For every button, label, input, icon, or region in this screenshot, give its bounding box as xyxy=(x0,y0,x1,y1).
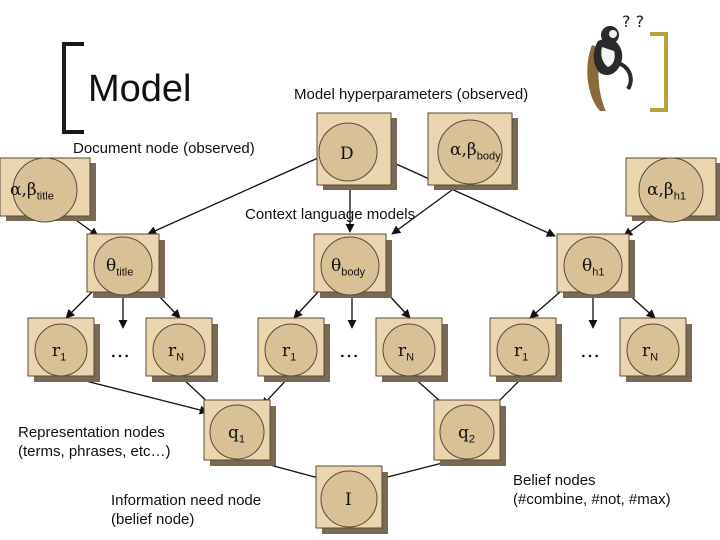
edge-theta-h1-r1 xyxy=(529,291,561,319)
node-theta-title: θtitle xyxy=(106,256,134,279)
node-dots-title: … xyxy=(110,338,130,362)
representation-nodes-label-line2: (terms, phrases, etc…) xyxy=(18,443,171,460)
node-theta-body: θbody xyxy=(331,256,366,279)
edge-D-theta-title xyxy=(147,157,319,235)
node-rN-h1: rN xyxy=(642,341,659,364)
node-rN-body: rN xyxy=(398,341,415,364)
belief-nodes-label-line2: (#combine, #not, #max) xyxy=(513,491,671,508)
node-D: D xyxy=(340,144,354,164)
info-need-label-line1: Information need node xyxy=(111,492,262,509)
edge-theta-title-r1 xyxy=(65,291,93,319)
node-circles xyxy=(12,119,704,528)
slide-title: Model xyxy=(88,68,192,110)
context-models-label: Context language models xyxy=(245,206,416,223)
node-theta-h1: θh1 xyxy=(582,256,605,279)
document-node-label: Document node (observed) xyxy=(73,140,255,157)
info-need-label-line2: (belief node) xyxy=(111,511,195,528)
node-r1-body: r1 xyxy=(282,341,297,364)
lemur-icon: ? ? xyxy=(587,12,644,111)
node-q1: q1 xyxy=(228,423,246,446)
representation-nodes-label-line1: Representation nodes xyxy=(18,424,165,441)
edge-D-theta-h1 xyxy=(382,157,556,237)
node-q2: q2 xyxy=(458,423,476,446)
node-alpha-beta-h1: α,βh1 xyxy=(647,180,686,203)
belief-nodes-label-line1: Belief nodes xyxy=(513,472,596,489)
hyperparameters-label: Model hyperparameters (observed) xyxy=(294,86,529,103)
node-r1-title: r1 xyxy=(52,341,67,364)
svg-text:? ?: ? ? xyxy=(622,12,644,31)
node-I: I xyxy=(345,490,352,510)
node-r1-h1: r1 xyxy=(514,341,529,364)
node-alpha-beta-body: α,βbody xyxy=(450,140,501,163)
node-rN-title: rN xyxy=(168,341,185,364)
node-dots-h1: … xyxy=(580,338,600,362)
edge-theta-body-r1 xyxy=(293,291,319,319)
edge-ab-body-theta-body xyxy=(391,189,453,235)
node-dots-body: … xyxy=(339,338,359,362)
title-bracket-left xyxy=(62,42,84,134)
title-bracket-right xyxy=(650,32,668,112)
node-alpha-beta-title: α,βtitle xyxy=(10,180,54,203)
